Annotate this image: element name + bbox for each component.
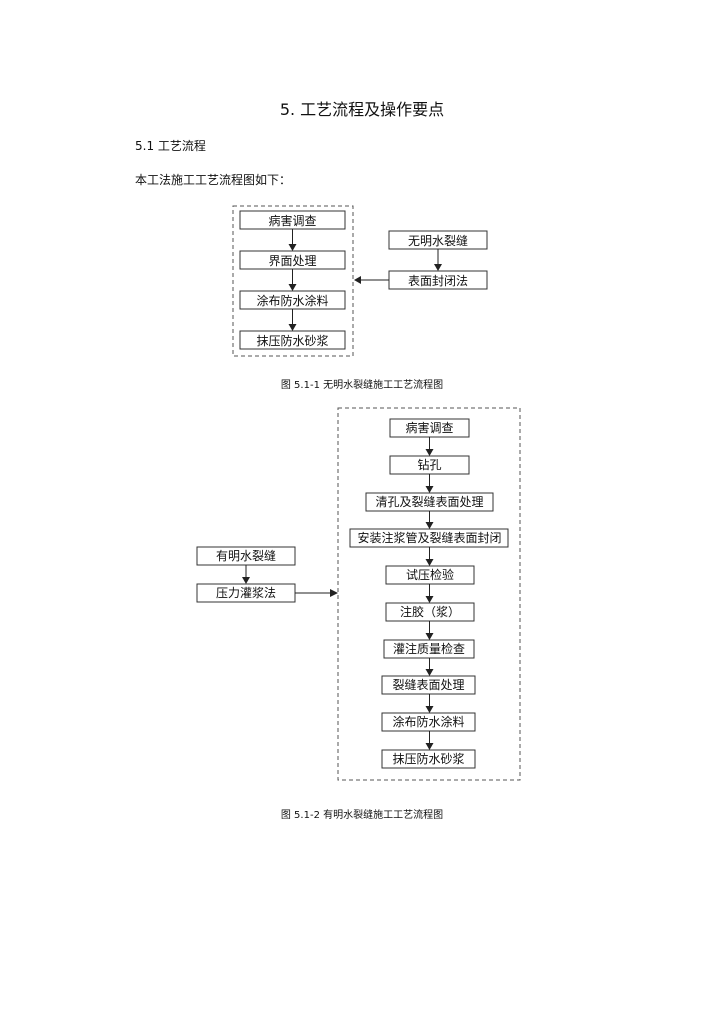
figure2-step-label: 清孔及裂缝表面处理: [375, 494, 483, 509]
figure2-step-label: 裂缝表面处理: [392, 677, 464, 692]
figure1-group-frame: [232, 205, 354, 357]
figure2-step-label: 灌注质量检查: [393, 641, 465, 656]
figure2-step-label: 钻孔: [417, 457, 441, 472]
figure1-caption: 图 5.1-1 无明水裂缝施工工艺流程图: [280, 380, 444, 391]
arrow-head: [354, 276, 361, 284]
figure2-side-label: 有明水裂缝: [216, 548, 276, 563]
figure2-step-label: 安装注浆管及裂缝表面封闭: [357, 530, 501, 545]
figure2-side-label: 压力灌浆法: [216, 585, 276, 600]
figure2-flowchart: 病害调查 钻孔 清孔及裂缝表面处理 安装注浆管及裂缝表面封闭 试压检验 注胶（浆…: [196, 407, 521, 781]
arrow-head: [425, 743, 434, 750]
arrow-head: [242, 577, 250, 584]
intro-text: 本工法施工工艺流程图如下：: [135, 173, 292, 187]
section-heading: 5.1 工艺流程: [135, 139, 206, 153]
arrow-head: [288, 284, 297, 291]
arrow-head: [425, 449, 434, 456]
arrow-head: [425, 559, 434, 566]
figure2-step-box: [381, 749, 476, 769]
arrow-head: [425, 669, 434, 676]
arrow-head: [330, 589, 338, 597]
figure2-step-label: 抹压防水砂浆: [392, 751, 464, 766]
arrow-head: [288, 244, 297, 251]
figure1-step-label: 病害调查: [268, 213, 316, 228]
figure2-step-box: [381, 675, 476, 695]
arrow-head: [425, 633, 434, 640]
figure1-step-label: 界面处理: [268, 254, 316, 268]
figure2-step-label: 试压检验: [406, 567, 454, 582]
figure2-step-label: 病害调查: [405, 420, 453, 435]
arrow-head: [425, 706, 434, 713]
figure1-step-label: 抹压防水砂浆: [256, 333, 328, 348]
page-title: 5. 工艺流程及操作要点: [279, 100, 445, 119]
arrow-head: [434, 264, 442, 271]
arrow-head: [425, 486, 434, 493]
figure1-side-label: 无明水裂缝: [408, 233, 468, 248]
figure2-step-label: 注胶（浆）: [400, 604, 460, 619]
arrow-head: [288, 324, 297, 331]
figure2-step-box: [381, 712, 476, 732]
figure1-side-label: 表面封闭法: [408, 274, 468, 288]
figure1-step-label: 涂布防水涂料: [256, 293, 328, 308]
figure2-caption: 图 5.1-2 有明水裂缝施工工艺流程图: [280, 810, 444, 821]
figure2-step-label: 涂布防水涂料: [392, 714, 464, 729]
figure1-flowchart: 病害调查 界面处理 涂布防水涂料 抹压防水砂浆 无明水裂缝 表面封闭法: [232, 205, 488, 357]
arrow-head: [425, 596, 434, 603]
arrow-head: [425, 522, 434, 529]
figure2-group-frame: [337, 407, 521, 781]
